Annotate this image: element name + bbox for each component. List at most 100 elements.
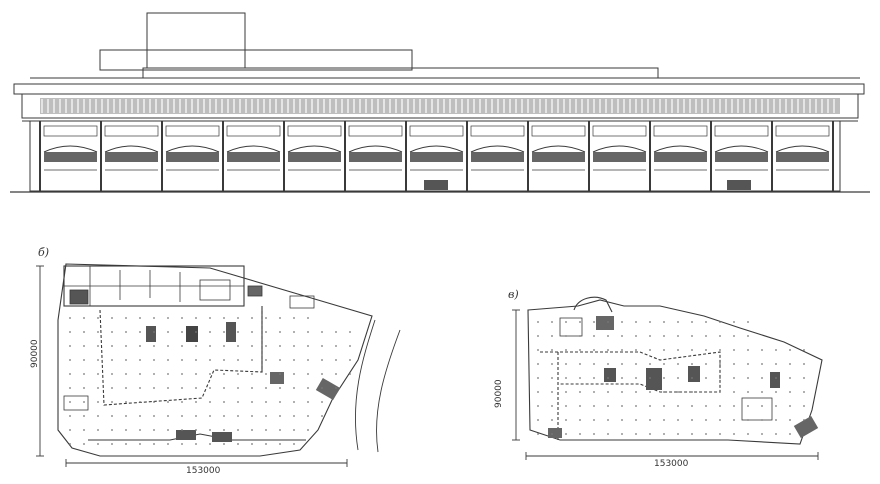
facade-window-band: [470, 125, 525, 137]
column-dot: [705, 335, 707, 337]
column-dot: [125, 401, 127, 403]
column-dot: [181, 317, 183, 319]
column-dot: [635, 405, 637, 407]
facade-glazing: [44, 152, 97, 162]
column-dot: [111, 331, 113, 333]
column-dot: [621, 335, 623, 337]
column-dot: [195, 401, 197, 403]
column-dot: [747, 391, 749, 393]
column-dot: [733, 433, 735, 435]
column-dot: [237, 317, 239, 319]
column-dot: [181, 359, 183, 361]
column-dot: [279, 359, 281, 361]
column-dot: [307, 415, 309, 417]
column-dot: [265, 415, 267, 417]
column-dot: [125, 345, 127, 347]
column-dot: [293, 401, 295, 403]
plan-b-outline: [57, 263, 373, 457]
column-dot: [635, 363, 637, 365]
column-dot: [789, 349, 791, 351]
column-dot: [237, 401, 239, 403]
column-dot: [111, 345, 113, 347]
column-dot: [251, 387, 253, 389]
column-dot: [209, 345, 211, 347]
column-dot: [167, 373, 169, 375]
column-dot: [537, 405, 539, 407]
facade-arch: [287, 145, 342, 153]
column-dot: [195, 331, 197, 333]
column-dot: [607, 419, 609, 421]
column-dot: [237, 387, 239, 389]
column-dot: [663, 321, 665, 323]
column-dot: [537, 419, 539, 421]
column-dot: [139, 317, 141, 319]
column-dot: [181, 387, 183, 389]
column-dot: [789, 377, 791, 379]
column-dot: [195, 443, 197, 445]
column-dot: [237, 331, 239, 333]
column-dot: [111, 429, 113, 431]
facade-window-band: [775, 125, 830, 137]
column-dot: [279, 443, 281, 445]
column-dot: [733, 335, 735, 337]
column-dot: [565, 349, 567, 351]
column-dot: [97, 317, 99, 319]
column-dot: [537, 321, 539, 323]
facade-arch: [226, 145, 281, 153]
column-dot: [125, 443, 127, 445]
column-dot: [83, 387, 85, 389]
column-dot: [789, 433, 791, 435]
facade-arch: [165, 145, 220, 153]
column-dot: [153, 401, 155, 403]
column-dot: [635, 391, 637, 393]
column-dot: [237, 429, 239, 431]
column-dot: [335, 345, 337, 347]
column-dot: [691, 405, 693, 407]
facade-glazing: [654, 152, 707, 162]
column-dot: [579, 335, 581, 337]
facade-window-band: [714, 125, 769, 137]
column-dot: [181, 373, 183, 375]
column-dot: [635, 349, 637, 351]
column-dot: [677, 377, 679, 379]
column-dot: [579, 321, 581, 323]
column-dot: [691, 391, 693, 393]
column-dot: [551, 433, 553, 435]
column-dot: [565, 363, 567, 365]
facade-glazing: [410, 152, 463, 162]
plan-b-canopy: [88, 433, 306, 441]
column-dot: [181, 415, 183, 417]
column-dot: [789, 363, 791, 365]
column-dot: [251, 443, 253, 445]
column-dot: [139, 359, 141, 361]
plan-v-round-pavilion: [573, 296, 613, 313]
column-dot: [223, 401, 225, 403]
column-dot: [719, 405, 721, 407]
column-dot: [349, 359, 351, 361]
column-dot: [69, 345, 71, 347]
access-road: [355, 319, 376, 451]
column-dot: [663, 419, 665, 421]
column-dot: [649, 419, 651, 421]
plan-b-width-dimension: 153000: [186, 466, 221, 476]
column-dot: [677, 349, 679, 351]
column-dot: [167, 345, 169, 347]
column-dot: [111, 359, 113, 361]
storefront-bays: [39, 121, 834, 191]
column-dot: [775, 433, 777, 435]
column-dot: [691, 363, 693, 365]
column-dot: [677, 419, 679, 421]
column-dot: [265, 373, 267, 375]
column-dot: [209, 415, 211, 417]
column-dot: [663, 405, 665, 407]
column-dot: [181, 345, 183, 347]
plan-b-height-dimension: 90000: [30, 339, 40, 368]
column-dot: [747, 377, 749, 379]
column-dot: [733, 363, 735, 365]
column-dot: [607, 321, 609, 323]
column-dot: [111, 443, 113, 445]
column-dot: [125, 359, 127, 361]
column-dot: [621, 321, 623, 323]
column-dot: [139, 429, 141, 431]
column-dot: [649, 335, 651, 337]
